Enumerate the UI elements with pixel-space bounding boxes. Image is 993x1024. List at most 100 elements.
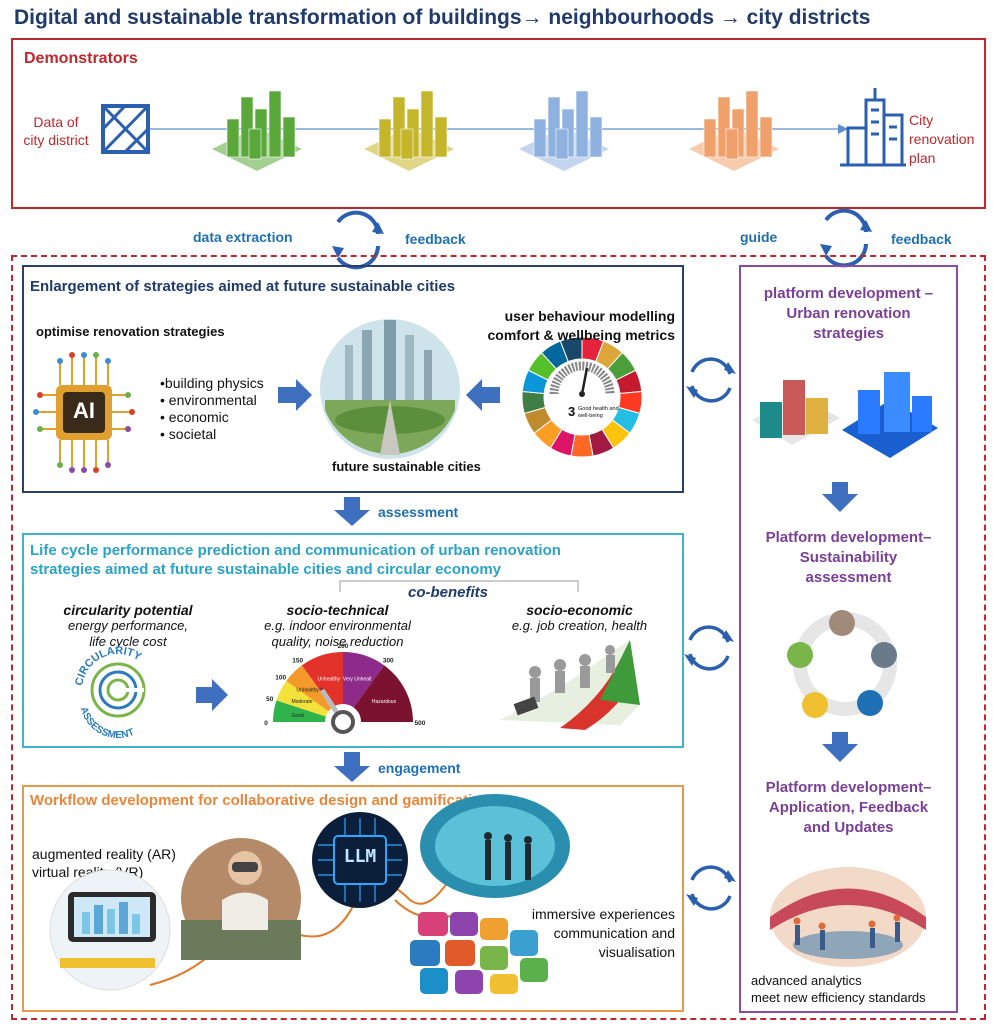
gauge-band-label: Good xyxy=(291,713,303,719)
ai-dimension-list: •building physics • environmental • econ… xyxy=(160,375,264,443)
workflow-heading: Workflow development for collaborative d… xyxy=(30,792,491,809)
arrow-down-icon-assessment xyxy=(334,497,370,526)
immersive-communication-label: immersive experiences communication and … xyxy=(531,906,675,960)
lifecycle-box xyxy=(22,533,684,748)
gauge-band xyxy=(273,700,326,722)
gauge-band xyxy=(276,680,329,717)
page-title: Digital and sustainable transformation o… xyxy=(14,6,871,29)
optimise-strategies-label: optimise renovation strategies xyxy=(36,324,225,339)
feedback-right-label: feedback xyxy=(891,231,952,247)
socio-technical-block: socio-technical e.g. indoor environmenta… xyxy=(264,602,411,649)
cycle-arrows-icon-mid-1 xyxy=(686,357,736,403)
city-building xyxy=(420,90,434,158)
strategies-box xyxy=(22,265,684,493)
vr-headset-user-image xyxy=(181,838,301,960)
gauge-band xyxy=(343,652,385,708)
lifecycle-heading: Life cycle performance prediction and co… xyxy=(30,542,561,578)
city-cluster-icon-blue xyxy=(519,90,609,171)
sdg-number: 3 xyxy=(568,404,576,419)
workflow-box xyxy=(22,785,684,1012)
ai-chip-icon xyxy=(33,352,135,473)
engagement-label: engagement xyxy=(378,760,461,776)
guide-label: guide xyxy=(740,229,778,245)
city-cluster-icon-yellow xyxy=(364,90,454,171)
gauge-band-label: Unhealthy xyxy=(318,676,341,682)
arrow-down-icon-platform-2 xyxy=(822,732,858,762)
workflow-dashed-frame xyxy=(11,255,986,1020)
city-building xyxy=(248,128,262,160)
advanced-analytics-label: advanced analytics meet new efficiency s… xyxy=(751,973,926,1005)
future-sustainable-city-image xyxy=(320,319,460,459)
circularity-potential-block: circularity potential energy performance… xyxy=(63,602,193,649)
cycle-arrows-icon-right xyxy=(820,208,872,268)
arrow-right-icon-ai-to-city xyxy=(278,379,312,411)
strategies-heading: Enlargement of strategies aimed at futur… xyxy=(30,278,456,295)
timeline-arrowhead xyxy=(838,124,848,134)
arrow-down-icon-engagement xyxy=(334,752,370,782)
ai-dimension-item: •building physics xyxy=(160,375,264,391)
demonstrators-heading: Demonstrators xyxy=(24,50,138,67)
ai-dimension-item: • environmental xyxy=(160,392,257,408)
data-grid-icon xyxy=(101,104,150,154)
gauge-tick-label: 50 xyxy=(266,696,274,703)
city-building xyxy=(703,118,717,158)
city-building xyxy=(759,116,773,158)
city-building xyxy=(268,90,282,158)
immersive-experience-image xyxy=(420,794,570,898)
ai-dimension-item: • economic xyxy=(160,409,229,425)
gauge-tick-label: 200 xyxy=(338,643,349,650)
ai-dimension-item: • societal xyxy=(160,426,217,442)
gauge-band xyxy=(301,652,343,708)
gauge-tick-label: 100 xyxy=(275,675,286,682)
data-of-city-district-label: Data of city district xyxy=(23,114,89,148)
cycle-arrows-icon-mid-2 xyxy=(684,625,734,671)
city-cluster-icon-orange xyxy=(689,90,779,171)
platform-sustainability-heading: Platform development– Sustainability ass… xyxy=(765,529,932,586)
feedback-left-label: feedback xyxy=(405,231,466,247)
city-building xyxy=(226,118,240,158)
demonstrators-box xyxy=(11,38,986,209)
ar-tablet-image xyxy=(49,869,171,991)
gauge-tick-label: 500 xyxy=(415,720,426,727)
gauge-tick-label: 150 xyxy=(292,658,303,665)
arrow-right-icon-circularity-to-gauge xyxy=(196,679,228,711)
city-building xyxy=(378,118,392,158)
llm-chip-image xyxy=(312,812,408,908)
data-extraction-label: data extraction xyxy=(193,229,293,245)
city-building xyxy=(282,116,296,158)
gauge-band-label: Very Unhealt xyxy=(343,676,372,682)
sdg-goal-text: Good health and well-being xyxy=(578,406,619,419)
sdg-wheel-icon xyxy=(521,336,643,458)
ai-chip-label: AI xyxy=(73,398,95,423)
urban-renovation-buildings-image xyxy=(752,372,938,458)
socio-economic-block: socio-economic e.g. job creation, health xyxy=(511,602,648,633)
city-building xyxy=(745,90,759,158)
community-feedback-image xyxy=(770,867,926,967)
gauge-needle xyxy=(319,688,355,734)
city-cluster-icon-green xyxy=(212,90,302,171)
wellbeing-gauge-icon xyxy=(549,361,615,397)
sustainability-cycle-icon xyxy=(787,610,897,718)
assessment-label: assessment xyxy=(378,504,459,520)
communication-icons-cluster xyxy=(410,912,548,994)
cycle-arrows-icon-mid-3 xyxy=(686,865,736,911)
circularity-assessment-logo xyxy=(90,662,146,718)
gauge-band xyxy=(286,665,333,712)
future-sustainable-cities-label: future sustainable cities xyxy=(332,459,481,474)
gauge-band-label: Moderate xyxy=(291,699,312,705)
city-building xyxy=(533,118,547,158)
city-building xyxy=(575,90,589,158)
arrow-left-icon-sdg-to-city xyxy=(466,379,500,411)
job-creation-growth-image xyxy=(500,640,640,730)
gauge-tick-label: 300 xyxy=(383,658,394,665)
platform-box xyxy=(739,265,958,1013)
user-behaviour-label: user behaviour modelling comfort & wellb… xyxy=(487,308,675,343)
city-building xyxy=(555,128,569,160)
city-building xyxy=(434,116,448,158)
